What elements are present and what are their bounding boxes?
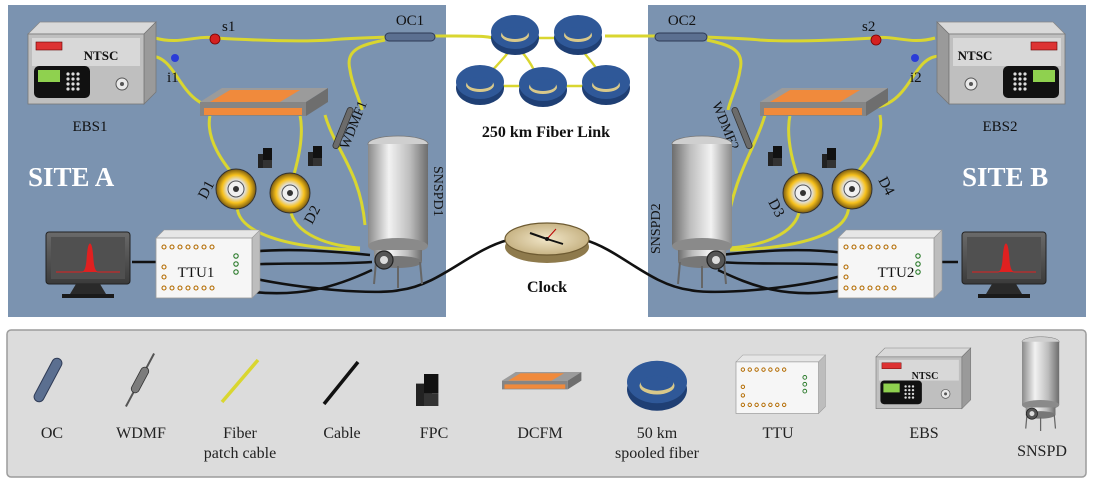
detector-d2 [269,172,311,214]
legend-label-wdmf: WDMF [116,425,166,442]
ebs1 [27,21,157,105]
legend-fiber-icon [220,358,260,404]
legend-spool-icon [627,360,687,411]
oc1 [384,32,436,42]
ebs2 [936,21,1066,105]
ttu1-label: TTU1 [178,265,215,281]
dcfm-site-b [760,88,888,116]
clock-label: Clock [527,279,567,296]
legend-label-spool-1: 50 km [637,425,678,442]
idler-label-i1: i1 [167,70,179,86]
signal-label-s1: s1 [222,19,235,35]
ebs2-brand: NTSC [958,48,993,63]
legend-label-dcfm: DCFM [517,425,562,442]
idler-marker-i1 [171,54,179,62]
clock-icon [504,222,590,263]
detector-d1 [215,168,257,210]
idler-marker-i2 [911,54,919,62]
ebs1-brand: NTSC [84,48,119,63]
fiber-link-label: 250 km Fiber Link [482,124,610,141]
oc1-label: OC1 [396,13,424,29]
ebs2-label: EBS2 [982,119,1017,135]
legend-oc-icon [33,357,63,403]
legend-label-oc: OC [41,425,63,442]
detector-label-d2: D2 [301,203,324,227]
legend-label-cable: Cable [323,425,360,442]
site-b-title: SITE B [962,162,1048,192]
legend-label-ebs: EBS [909,425,938,442]
detector-d4 [831,168,873,210]
dcfm-site-a [200,88,328,116]
snspd2-label: SNSPD2 [649,203,664,254]
legend-label-snspd: SNSPD [1017,443,1067,460]
signal-label-s2: s2 [862,19,875,35]
ttu1 [155,229,261,299]
detector-label-d1: D1 [195,178,218,202]
detector-d3 [782,172,824,214]
site-a-title: SITE A [28,162,115,192]
snspd1-label: SNSPD1 [430,166,445,217]
detector-label-d4: D4 [874,174,897,198]
ttu2-label: TTU2 [878,265,915,281]
ebs1-label: EBS1 [72,119,107,135]
signal-marker-s2 [870,34,882,46]
legend-label-ttu: TTU [762,425,794,442]
detector-label-d3: D3 [764,196,787,220]
signal-marker-s1 [209,33,221,45]
idler-label-i2: i2 [910,70,922,86]
legend-dcfm-icon [502,372,582,390]
oc2 [654,32,708,42]
wdmf1 [332,106,354,150]
legend-ttu-icon [735,354,826,414]
wdmf2 [731,106,753,150]
legend-label-fiber-1: Fiber [223,425,257,442]
ttu2 [837,229,943,299]
legend-ebs-brand: NTSC [912,371,939,382]
legend-label-spool-2: spooled fiber [615,445,700,462]
oc2-label: OC2 [668,13,696,29]
legend-label-fiber-2: patch cable [204,445,276,462]
fiber-link-spools [456,15,630,107]
legend-wdmf-icon [125,353,155,407]
legend-cable-icon [322,360,360,406]
cables [132,238,958,295]
legend-label-fpc: FPC [420,425,448,442]
